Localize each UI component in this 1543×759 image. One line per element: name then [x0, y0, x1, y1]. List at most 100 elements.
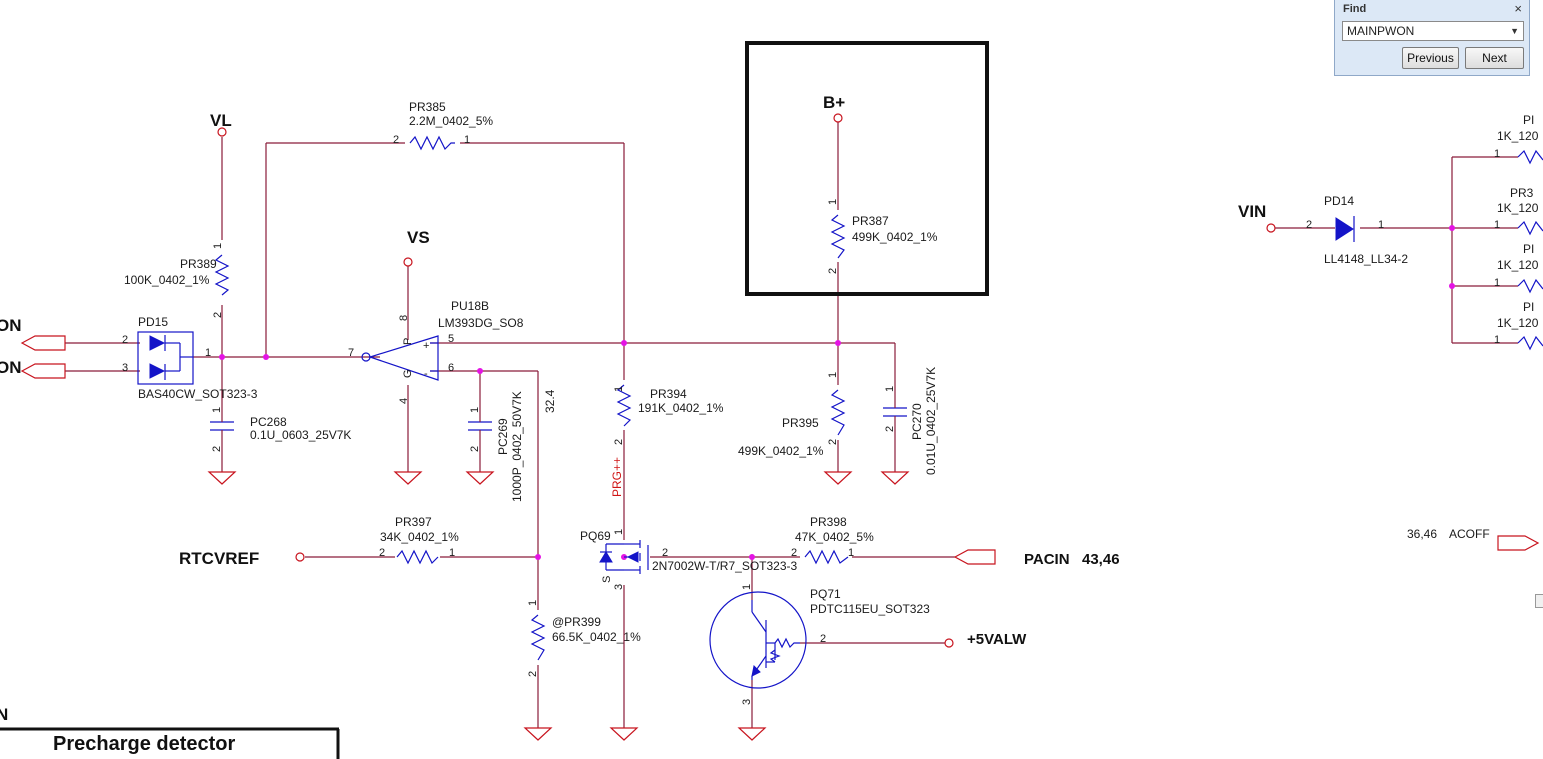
pin-label: 1 — [1494, 277, 1500, 289]
pin-label: 1 — [827, 372, 839, 378]
pr394-ref: PR394 — [650, 387, 687, 401]
pin-label: 2 — [820, 633, 826, 645]
pr385-value: 2.2M_0402_5% — [409, 114, 493, 128]
pr389-value: 100K_0402_1% — [124, 273, 210, 287]
pr-right-ref-1: PI — [1523, 113, 1534, 127]
pin-label: 2 — [379, 547, 385, 559]
pin-label: 7 — [348, 347, 354, 359]
pin-label: 2 — [527, 671, 539, 677]
pin-label: 1 — [211, 407, 223, 413]
pin-label: 1 — [848, 547, 854, 559]
close-icon[interactable]: × — [1514, 1, 1522, 16]
capacitors — [210, 400, 907, 440]
pu18b-ref: PU18B — [451, 299, 489, 313]
pin-label: 1 — [527, 600, 539, 606]
pr394-value: 191K_0402_1% — [638, 401, 724, 415]
pin-label: 2 — [122, 334, 128, 346]
pr398-value: 47K_0402_5% — [795, 530, 874, 544]
pd15-diode — [137, 331, 194, 385]
title-block — [0, 727, 340, 759]
net-vs: VS — [407, 228, 430, 247]
pr385-ref: PR385 — [409, 100, 446, 114]
pin-label: 2 — [212, 312, 224, 318]
pin-label: 8 — [398, 315, 410, 321]
pc270-value: 0.01U_0402_25V7K — [924, 367, 938, 475]
pr399-ref: @PR399 — [552, 615, 601, 629]
pr-right-value-1: 1K_120 — [1497, 129, 1539, 143]
pin-label: 1 — [449, 547, 455, 559]
pin-label: 3 — [613, 584, 625, 590]
pin-label: 1 — [1494, 148, 1500, 160]
find-title: Find — [1343, 3, 1367, 15]
ground-symbols — [207, 471, 910, 741]
net-acoff-ref: 36,46 — [1407, 527, 1437, 541]
highlight-box — [745, 41, 989, 296]
pin-label: 1 — [1378, 219, 1384, 231]
pd14-diode — [1335, 216, 1355, 242]
pin-label: 1 — [469, 407, 481, 413]
pd14-ref: PD14 — [1324, 194, 1354, 208]
net-left-2: ON — [0, 358, 22, 377]
pin-label: 1 — [741, 584, 753, 590]
wires — [65, 122, 1518, 728]
pin-label: 1 — [1494, 334, 1500, 346]
pin-label: 1 — [205, 347, 211, 359]
pin-label: 1 — [212, 243, 224, 249]
previous-button[interactable]: Previous — [1402, 47, 1459, 69]
net-5valw: +5VALW — [967, 631, 1027, 648]
pc268-ref: PC268 — [250, 415, 287, 429]
pin-label: 4 — [398, 398, 410, 404]
pr-right-ref-4: PI — [1523, 300, 1534, 314]
pin-label: 1 — [464, 134, 470, 146]
pin-label: 2 — [613, 439, 625, 445]
pc269-ref: PC269 — [496, 418, 510, 455]
next-button[interactable]: Next — [1465, 47, 1524, 69]
chevron-down-icon[interactable]: ▼ — [1510, 26, 1519, 36]
pin-numbers: 1 2 2 1 1 2 2 3 1 7 5 6 8 4 + - P G 1 2 … — [122, 134, 1500, 705]
pr395-value: 499K_0402_1% — [738, 444, 824, 458]
scrollbar-edge[interactable] — [1535, 594, 1543, 608]
pr-right-value-3: 1K_120 — [1497, 258, 1539, 272]
pin-label: 1 — [613, 529, 625, 535]
pin-label: 2 — [791, 547, 797, 559]
pin-label: 3 — [741, 699, 753, 705]
net-left-3: N — [0, 705, 8, 724]
pq71-ref: PQ71 — [810, 587, 841, 601]
pr395-ref: PR395 — [782, 416, 819, 430]
pq71-value: PDTC115EU_SOT323 — [810, 602, 930, 616]
pd15-value: BAS40CW_SOT323-3 — [138, 387, 258, 401]
junction-dots — [219, 225, 1455, 560]
pd15-ref: PD15 — [138, 315, 168, 329]
pin-label: 2 — [827, 268, 839, 274]
pin-label: 2 — [662, 547, 668, 559]
pin-label: G — [402, 369, 414, 378]
pr387-value: 499K_0402_1% — [852, 230, 938, 244]
net-pacin: PACIN — [1024, 551, 1070, 568]
pin-label: 1 — [827, 199, 839, 205]
pin-label: 1 — [1494, 219, 1500, 231]
power-terminals — [217, 113, 1276, 648]
pin-label: 2 — [1306, 219, 1312, 231]
pc268-value: 0.1U_0603_25V7K — [250, 428, 351, 442]
pr-right-ref-3: PI — [1523, 242, 1534, 256]
pr-right-value-2: 1K_120 — [1497, 201, 1539, 215]
pin-label: 5 — [448, 333, 454, 345]
net-rtcvref: RTCVREF — [179, 549, 259, 568]
pq69-ref: PQ69 — [580, 529, 611, 543]
find-query-select[interactable]: MAINPWON ▼ — [1342, 21, 1524, 41]
pr-right-value-4: 1K_120 — [1497, 316, 1539, 330]
pin-label: S — [601, 576, 613, 583]
offpage-ports — [20, 335, 1540, 565]
pr399-value: 66.5K_0402_1% — [552, 630, 641, 644]
pin-label: 3 — [122, 362, 128, 374]
pr389-ref: PR389 — [180, 257, 217, 271]
pin-label: 2 — [469, 446, 481, 452]
pu18b-comparator — [361, 335, 439, 381]
find-dialog: Find × MAINPWON ▼ Previous Next — [1334, 0, 1530, 76]
pin-label: 1 — [613, 386, 625, 392]
title-block-label: Precharge detector — [53, 733, 236, 755]
pin-label: 2 — [827, 439, 839, 445]
pin-label: 1 — [884, 386, 896, 392]
pin-label: - — [424, 368, 428, 380]
